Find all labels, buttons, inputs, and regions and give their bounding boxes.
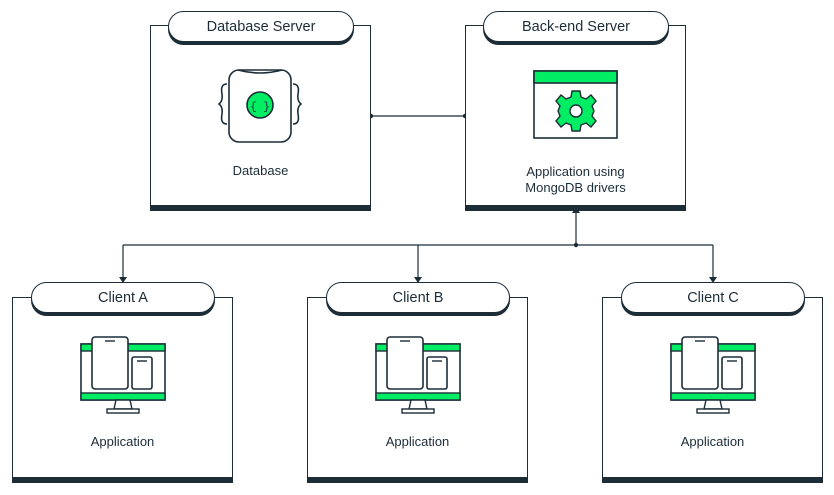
- arrow-down-b: [414, 277, 422, 283]
- backend-caption: Application using MongoDB drivers: [465, 164, 686, 196]
- desktop-devices-icon: [670, 336, 756, 414]
- arrow-down-c: [709, 277, 717, 283]
- link-dot: [573, 242, 579, 248]
- desktop-devices-icon: [80, 336, 166, 414]
- database-document-icon: { }: [218, 69, 302, 143]
- client-c-title: Client C: [621, 282, 805, 313]
- backend-caption-line2: MongoDB drivers: [525, 180, 626, 195]
- client-b-title: Client B: [326, 282, 510, 313]
- desktop-devices-icon: [375, 336, 461, 414]
- backend-caption-line1: Application using: [526, 164, 625, 179]
- client-b-caption: Application: [385, 434, 450, 449]
- svg-text:{ }: { }: [250, 102, 270, 114]
- application-gear-window-icon: [533, 70, 618, 139]
- backend-server-title: Back-end Server: [483, 11, 669, 42]
- client-a-caption: Application: [90, 434, 155, 449]
- client-c-caption: Application: [680, 434, 745, 449]
- database-server-title: Database Server: [168, 11, 354, 42]
- client-a-title: Client A: [31, 282, 215, 313]
- database-caption: Database: [232, 163, 289, 178]
- arrow-down-a: [119, 277, 127, 283]
